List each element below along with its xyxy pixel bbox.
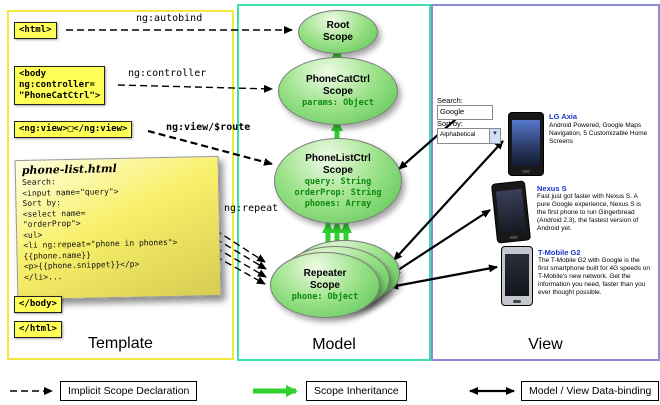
view-panel-label: View (528, 336, 563, 353)
dropdown-arrow-icon: ▾ (489, 129, 500, 143)
template-panel-label: Template (88, 335, 153, 352)
ng-controller-label: ng:controller (128, 68, 207, 79)
phone-button (513, 300, 521, 303)
sort-select-value: Alphabetical (440, 131, 476, 138)
phonelistctrl-scope-ellipse: PhoneListCtrl Scope query: String orderP… (274, 138, 402, 224)
html-close-tag-box: </html> (14, 321, 62, 338)
sort-select: Alphabetical ▾ (437, 128, 501, 144)
html-open-tag-box: <html> (14, 22, 57, 39)
ng-view-tag: <ng:view>□</ng:view> (19, 124, 128, 134)
body-close-tag-box: </body> (14, 296, 62, 313)
phonecatctrl-scope-ellipse: PhoneCatCtrl Scope params: Object (278, 57, 398, 125)
phone-description: The T-Mobile G2 with Google is the first… (538, 257, 651, 296)
body-open-line: "PhoneCatCtrl"> (19, 91, 101, 101)
scope-property: orderProp: String (294, 187, 382, 198)
phone-button (522, 170, 530, 173)
phone-link: T-Mobile G2 (538, 248, 581, 257)
repeater-scope-ellipse: Repeater Scope phone: Object (270, 252, 380, 318)
ng-repeat-label: ng:repeat (224, 203, 279, 214)
scope-title: Repeater (303, 267, 347, 279)
phone-link: LG Axia (549, 112, 578, 121)
body-close-tag: </body> (19, 299, 57, 309)
scope-property: params: Object (302, 97, 374, 108)
scope-title: Scope (309, 279, 340, 291)
phone-screen (495, 188, 527, 234)
html-open-tag: <html> (19, 25, 52, 35)
scope-title: Scope (322, 32, 353, 43)
search-input: Google (437, 105, 493, 120)
phone-image-tmobile-g2 (501, 246, 533, 306)
scope-title: Scope (322, 85, 353, 97)
html-close-tag: </html> (19, 324, 57, 334)
search-label: Search: (437, 96, 463, 105)
phone-button (509, 235, 518, 240)
phone-image-nexus-s (490, 180, 532, 244)
phone-description: Fast just got faster with Nexus S. A pur… (537, 193, 642, 232)
phone-description: Android Powered, Google Maps Navigation,… (549, 122, 648, 145)
scope-property: phone: Object (291, 291, 359, 302)
legend-model-view-data-binding: Model / View Data-binding (521, 381, 660, 401)
phone-screen (505, 254, 529, 296)
legend-implicit-scope-declaration: Implicit Scope Declaration (60, 381, 198, 401)
body-open-line: <body (19, 69, 47, 79)
phone-screen (512, 120, 540, 166)
ng-view-route-label: ng:view/$route (166, 122, 251, 133)
scope-title: Root (326, 20, 350, 31)
ng-autobind-label: ng:autobind (136, 13, 203, 24)
scope-property: phones: Array (304, 198, 372, 209)
root-scope-ellipse: Root Scope (298, 10, 378, 54)
body-open-line: ng:controller= (19, 80, 95, 90)
phone-link: Nexus S (537, 184, 567, 193)
body-open-tag-box: <body ng:controller= "PhoneCatCtrl"> (14, 66, 106, 105)
legend-scope-inheritance: Scope Inheritance (306, 381, 407, 401)
model-panel-label: Model (312, 336, 356, 353)
scope-property: query: String (304, 176, 372, 187)
scope-title: PhoneListCtrl (305, 152, 371, 164)
phone-list-note: phone-list.html Search: <input name="que… (14, 155, 222, 301)
view-panel: View (431, 4, 660, 361)
scope-title: PhoneCatCtrl (306, 73, 370, 85)
scope-title: Scope (322, 164, 353, 176)
sort-by-label: Sort by: (437, 119, 463, 128)
ng-view-tag-box: <ng:view>□</ng:view> (14, 121, 133, 138)
phone-image-lg-axia (508, 112, 544, 176)
